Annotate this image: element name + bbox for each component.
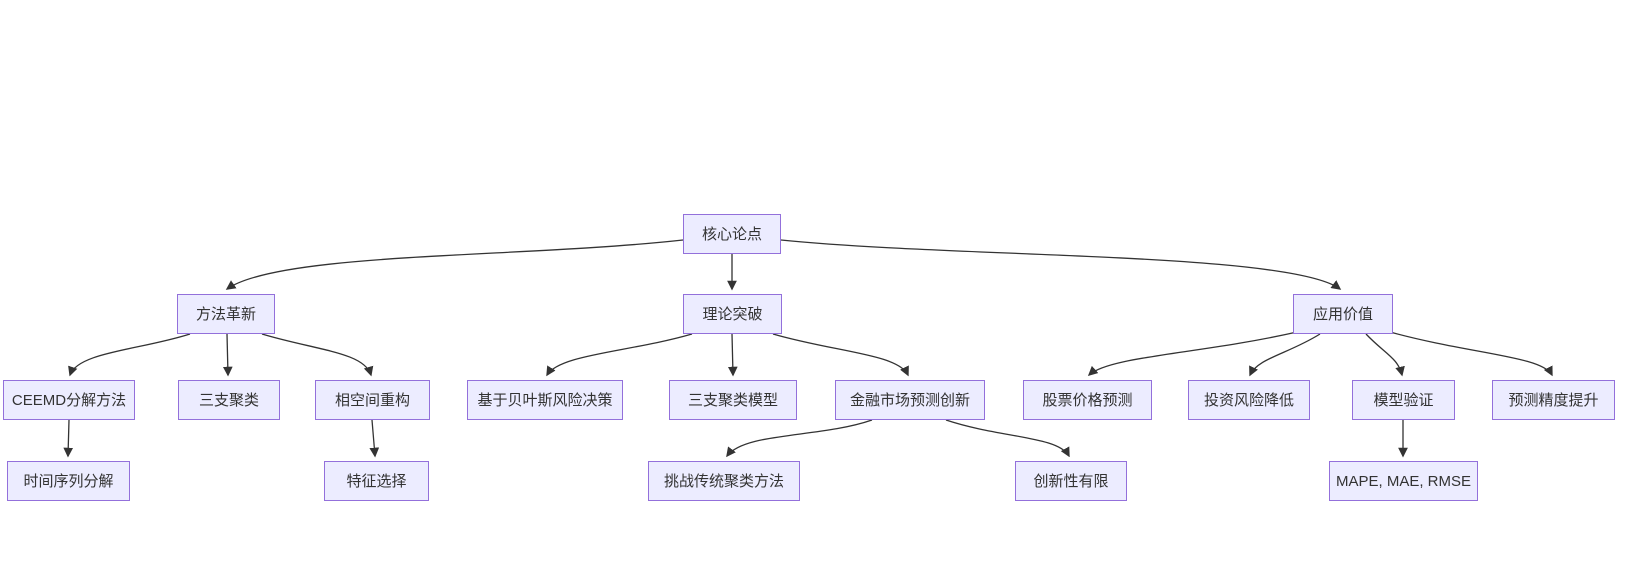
- node-financial-market-forecast-innovation-label: 金融市场预测创新: [849, 391, 970, 409]
- node-theoretical-breakthrough-label: 理论突破: [702, 305, 763, 323]
- node-core-thesis-label: 核心论点: [701, 225, 762, 243]
- node-evaluation-metrics: MAPE, MAE, RMSE: [1329, 461, 1478, 501]
- edge-financial-market-forecast-innovation-to-challenge-traditional-clustering: [726, 419, 873, 458]
- node-bayesian-risk-decision-label: 基于贝叶斯风险决策: [477, 391, 613, 409]
- edge-phase-space-reconstruction-to-feature-selection: [369, 419, 380, 458]
- node-time-series-decomposition-label: 时间序列分解: [23, 472, 114, 490]
- node-forecast-accuracy-improvement: 预测精度提升: [1492, 380, 1615, 420]
- node-investment-risk-reduction-label: 投资风险降低: [1203, 391, 1294, 409]
- node-feature-selection: 特征选择: [324, 461, 429, 501]
- edge-application-value-to-investment-risk-reduction: [1249, 333, 1321, 377]
- node-phase-space-reconstruction: 相空间重构: [315, 380, 430, 420]
- edge-core-thesis-to-application-value: [780, 239, 1342, 290]
- node-limited-innovation: 创新性有限: [1015, 461, 1127, 501]
- edge-method-innovation-to-phase-space-reconstruction: [261, 333, 374, 377]
- edge-application-value-to-stock-price-prediction: [1087, 331, 1298, 376]
- node-three-way-clustering-model: 三支聚类模型: [669, 380, 797, 420]
- node-stock-price-prediction-label: 股票价格预测: [1042, 391, 1133, 409]
- node-feature-selection-label: 特征选择: [346, 472, 407, 490]
- node-time-series-decomposition: 时间序列分解: [7, 461, 130, 501]
- node-stock-price-prediction: 股票价格预测: [1023, 380, 1152, 420]
- node-application-value-label: 应用价值: [1312, 305, 1373, 323]
- node-ceemd-decomposition: CEEMD分解方法: [3, 380, 135, 420]
- edge-theoretical-breakthrough-to-financial-market-forecast-innovation: [772, 333, 909, 377]
- node-forecast-accuracy-improvement-label: 预测精度提升: [1508, 391, 1599, 409]
- node-method-innovation: 方法革新: [177, 294, 275, 334]
- node-application-value: 应用价值: [1293, 294, 1393, 334]
- edge-theoretical-breakthrough-to-three-way-clustering-model: [727, 333, 738, 377]
- node-model-validation: 模型验证: [1352, 380, 1455, 420]
- node-evaluation-metrics-label: MAPE, MAE, RMSE: [1335, 472, 1472, 490]
- edge-financial-market-forecast-innovation-to-limited-innovation: [945, 419, 1070, 458]
- edge-application-value-to-model-validation: [1365, 333, 1405, 377]
- node-investment-risk-reduction: 投资风险降低: [1188, 380, 1310, 420]
- edge-method-innovation-to-three-way-clustering: [222, 333, 233, 377]
- node-core-thesis: 核心论点: [683, 214, 781, 254]
- node-challenge-traditional-clustering: 挑战传统聚类方法: [648, 461, 800, 501]
- node-challenge-traditional-clustering-label: 挑战传统聚类方法: [663, 472, 784, 490]
- node-three-way-clustering-label: 三支聚类: [198, 391, 259, 409]
- edge-ceemd-decomposition-to-time-series-decomposition: [63, 419, 74, 458]
- node-model-validation-label: 模型验证: [1373, 391, 1434, 409]
- node-three-way-clustering: 三支聚类: [178, 380, 280, 420]
- node-financial-market-forecast-innovation: 金融市场预测创新: [835, 380, 985, 420]
- edge-method-innovation-to-ceemd-decomposition: [68, 333, 191, 377]
- node-method-innovation-label: 方法革新: [195, 305, 256, 323]
- edge-application-value-to-forecast-accuracy-improvement: [1389, 331, 1553, 377]
- node-theoretical-breakthrough: 理论突破: [683, 294, 782, 334]
- node-bayesian-risk-decision: 基于贝叶斯风险决策: [467, 380, 623, 420]
- node-phase-space-reconstruction-label: 相空间重构: [334, 391, 410, 409]
- edge-theoretical-breakthrough-to-bayesian-risk-decision: [546, 333, 693, 377]
- node-ceemd-decomposition-label: CEEMD分解方法: [11, 391, 127, 409]
- node-limited-innovation-label: 创新性有限: [1033, 472, 1109, 490]
- node-three-way-clustering-model-label: 三支聚类模型: [687, 391, 778, 409]
- edge-core-thesis-to-method-innovation: [225, 239, 684, 290]
